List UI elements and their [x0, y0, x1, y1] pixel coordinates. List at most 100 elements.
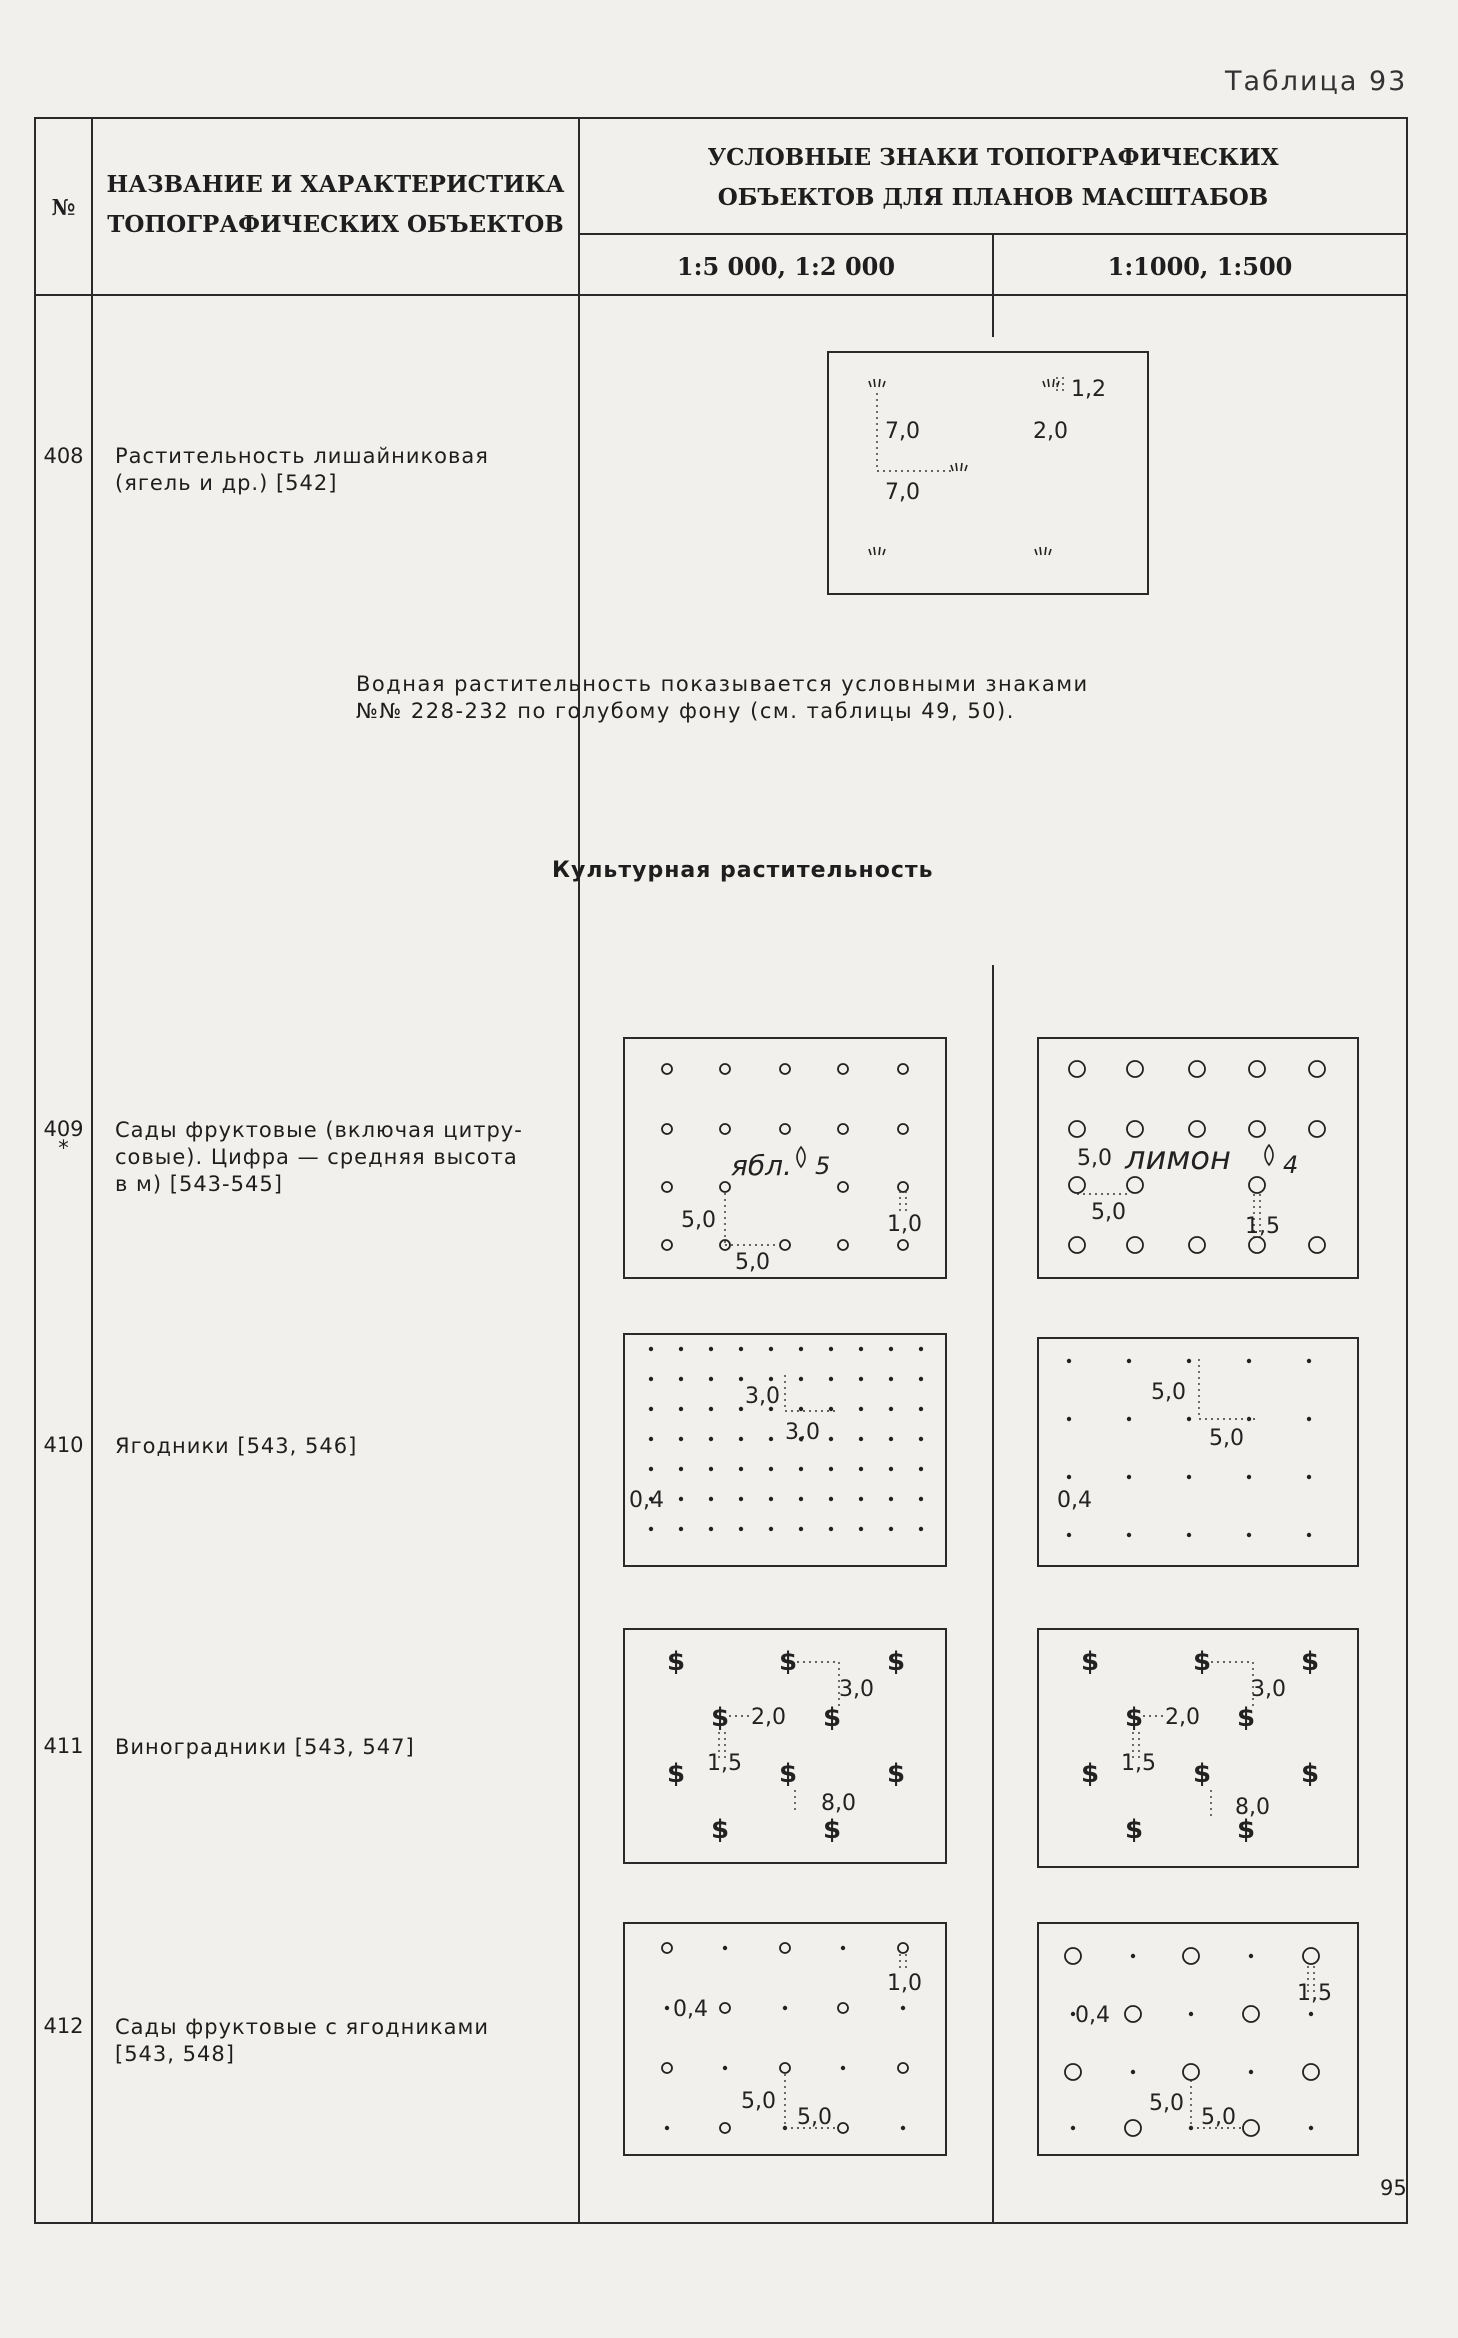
berry-dot [738, 1376, 744, 1382]
berry-dot [648, 1466, 654, 1472]
berry-dot [858, 1346, 864, 1352]
berry-dot [768, 1346, 774, 1352]
berry-dot [828, 1526, 834, 1532]
svg-text:$: $ [1193, 1759, 1211, 1789]
berry-dot [708, 1466, 714, 1472]
svg-text:1,0: 1,0 [887, 1971, 922, 1996]
svg-text:$: $ [1237, 1703, 1255, 1733]
berry-dot [828, 1466, 834, 1472]
svg-text:2,0: 2,0 [751, 1705, 786, 1730]
svg-text:5,0: 5,0 [1201, 2105, 1236, 2130]
svg-text:2,0: 2,0 [1165, 1705, 1200, 1730]
berry-dot [798, 1346, 804, 1352]
berry-dot [738, 1436, 744, 1442]
symbol-409-left: ябл. 5 5,0 1,0 5,0 [623, 1037, 947, 1279]
berry-dot [708, 1526, 714, 1532]
vine-glyphs: $ $ $ $ $ $ $ $ $ $ [1081, 1647, 1319, 1845]
svg-text:$: $ [667, 1759, 685, 1789]
berry-dot [1306, 1532, 1312, 1538]
berry-dot [1126, 1416, 1132, 1422]
berry-dot [798, 1496, 804, 1502]
row-number-410: 410 [43, 1433, 84, 1457]
row-name-409: Сады фруктовые (включая цитру- совые). Ц… [115, 1118, 523, 1196]
berry-dot [708, 1406, 714, 1412]
berry-dot [918, 1496, 924, 1502]
symbol-410-right: 5,0 5,0 0,4 [1037, 1337, 1359, 1567]
svg-text:0,4: 0,4 [1057, 1488, 1092, 1513]
fruit-height-right: 4 [1283, 1151, 1298, 1179]
berry-dot [828, 1496, 834, 1502]
tree-circles [661, 1063, 909, 1251]
berry-dot [708, 1346, 714, 1352]
berry-dot [1186, 1474, 1192, 1480]
svg-text:5,0: 5,0 [735, 1250, 770, 1275]
berry-dot [888, 1526, 894, 1532]
berry-dot [768, 1526, 774, 1532]
svg-text:$: $ [711, 1703, 729, 1733]
row-name-411: Виноградники [543, 547] [115, 1735, 415, 1759]
svg-text:$: $ [1125, 1815, 1143, 1845]
berry-dot [1126, 1474, 1132, 1480]
berry-dot [708, 1496, 714, 1502]
section-title: Культурная растительность [552, 858, 934, 883]
svg-text:5,0: 5,0 [1077, 1146, 1112, 1171]
berry-dot [708, 1376, 714, 1382]
berry-dot [708, 1436, 714, 1442]
scale-header-right: 1:1000, 1:500 [1107, 252, 1293, 281]
svg-text:5,0: 5,0 [1151, 1380, 1186, 1405]
dim-408-d: 7,0 [885, 480, 920, 505]
berry-dot [1246, 1474, 1252, 1480]
tree-circles [661, 1942, 909, 2134]
berry-dot [768, 1496, 774, 1502]
berry-dot [738, 1496, 744, 1502]
berry-dot [798, 1436, 804, 1442]
berry-dot [1306, 1416, 1312, 1422]
berry-dot [858, 1466, 864, 1472]
berry-dot [648, 1526, 654, 1532]
svg-text:8,0: 8,0 [1235, 1795, 1270, 1820]
berry-dot [1126, 1358, 1132, 1364]
berry-dot [768, 1376, 774, 1382]
berry-dot [828, 1436, 834, 1442]
berry-dot [648, 1436, 654, 1442]
berry-dot [858, 1376, 864, 1382]
fruit-tree-icon [1264, 1143, 1274, 1167]
row-name-412: Сады фруктовые с ягодниками [543, 548] [115, 2015, 490, 2066]
berry-dot [678, 1346, 684, 1352]
berry-dot [888, 1406, 894, 1412]
dim-408-a: 1,2 [1071, 377, 1106, 402]
berry-dot [888, 1376, 894, 1382]
symbol-411-left: $ $ $ $ $ $ $ $ $ $ 3,0 2,0 1,5 8,0 [623, 1628, 947, 1864]
symbol-410-left: 3,0 3,0 0,4 [623, 1333, 947, 1567]
tree-circles [1068, 1060, 1326, 1254]
dim-408-b: 7,0 [885, 419, 920, 444]
water-vegetation-note: Водная растительность показывается услов… [356, 672, 1089, 723]
svg-text:0,4: 0,4 [673, 1997, 708, 2022]
berry-dot [678, 1376, 684, 1382]
berry-dot [648, 1346, 654, 1352]
berry-dot [918, 1376, 924, 1382]
berry-dot [648, 1406, 654, 1412]
column-name-header: НАЗВАНИЕ И ХАРАКТЕРИСТИКА ТОПОГРАФИЧЕСКИ… [106, 171, 565, 238]
berry-dot [1066, 1416, 1072, 1422]
berry-dot [678, 1496, 684, 1502]
berry-dot [1186, 1532, 1192, 1538]
svg-text:1,0: 1,0 [887, 1212, 922, 1237]
berry-dot [738, 1466, 744, 1472]
svg-text:$: $ [1237, 1815, 1255, 1845]
table-label: Таблица 93 [1225, 66, 1408, 97]
svg-text:0,4: 0,4 [629, 1488, 664, 1513]
symbol-412-left: 1,0 0,4 5,0 5,0 [623, 1922, 947, 2156]
svg-text:1,5: 1,5 [1297, 1981, 1332, 2006]
berry-dot [828, 1376, 834, 1382]
svg-text:$: $ [1193, 1647, 1211, 1677]
berry-dot [738, 1526, 744, 1532]
svg-text:5,0: 5,0 [1091, 1200, 1126, 1225]
berry-dot [888, 1466, 894, 1472]
fruit-label-right: лимон [1124, 1139, 1231, 1177]
berry-dot [678, 1466, 684, 1472]
svg-text:1,5: 1,5 [707, 1751, 742, 1776]
berry-dot [1066, 1474, 1072, 1480]
svg-text:1,5: 1,5 [1121, 1751, 1156, 1776]
svg-text:3,0: 3,0 [1251, 1677, 1286, 1702]
